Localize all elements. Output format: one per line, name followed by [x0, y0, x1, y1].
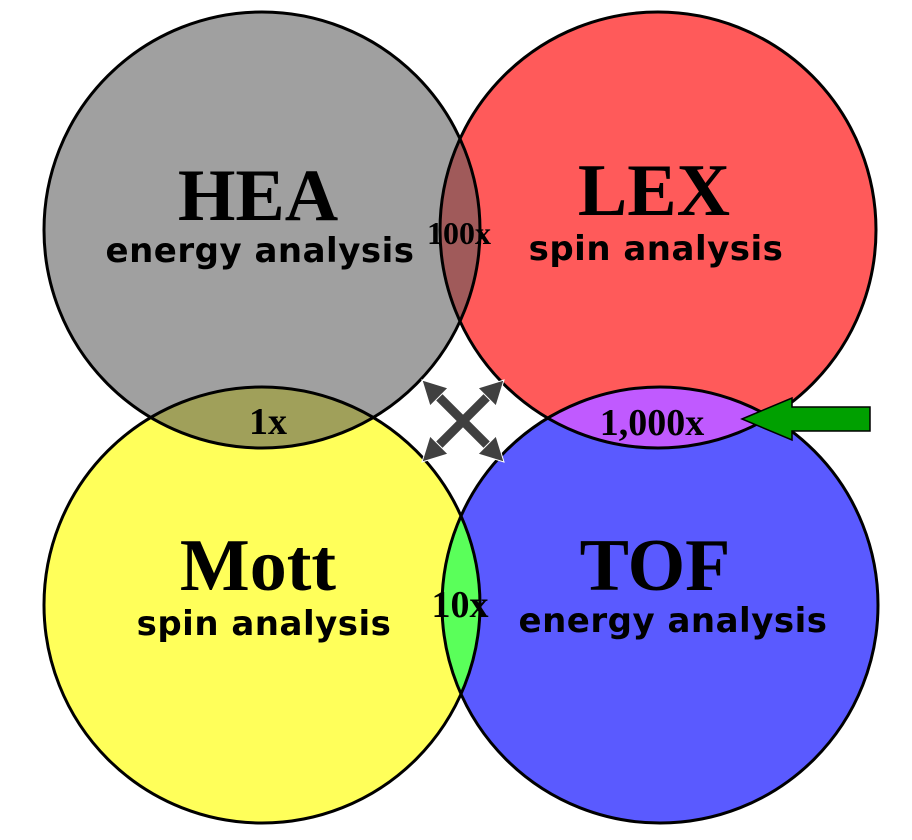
mott-circle	[44, 387, 480, 823]
hea-subtitle: energy analysis	[106, 231, 415, 271]
tof-circle	[442, 387, 878, 823]
cross-arrowhead-top-left	[421, 379, 449, 407]
mott-tof-multiplier: 10x	[432, 584, 489, 626]
tof-circle-outline	[440, 385, 880, 825]
cross-arrows-icon	[421, 379, 505, 463]
cross-arrowhead-top-right	[477, 379, 505, 407]
lex-title: LEX	[578, 150, 730, 232]
cross-arrow-shaft-2	[432, 390, 494, 452]
hea-mott-multiplier: 1x	[249, 401, 287, 443]
mott-circle-outline	[42, 385, 482, 825]
lex-circle	[440, 12, 876, 448]
cross-arrowhead-bottom-left	[421, 435, 449, 463]
green-arrow-icon	[740, 396, 871, 442]
lex-tof-multiplier: 1,000x	[600, 402, 705, 444]
tof-title: TOF	[580, 525, 731, 607]
lex-subtitle: spin analysis	[529, 229, 784, 269]
mott-title: Mott	[180, 525, 336, 607]
cross-arrowhead-bottom-right	[477, 435, 505, 463]
hea-lex-multiplier: 100x	[427, 215, 491, 251]
lex-circle-outline	[438, 10, 878, 450]
mott-subtitle: spin analysis	[137, 604, 392, 644]
hea-circle-outline	[42, 10, 482, 450]
tof-subtitle: energy analysis	[519, 601, 828, 641]
hea-title: HEA	[178, 155, 338, 237]
hea-circle	[44, 12, 480, 448]
